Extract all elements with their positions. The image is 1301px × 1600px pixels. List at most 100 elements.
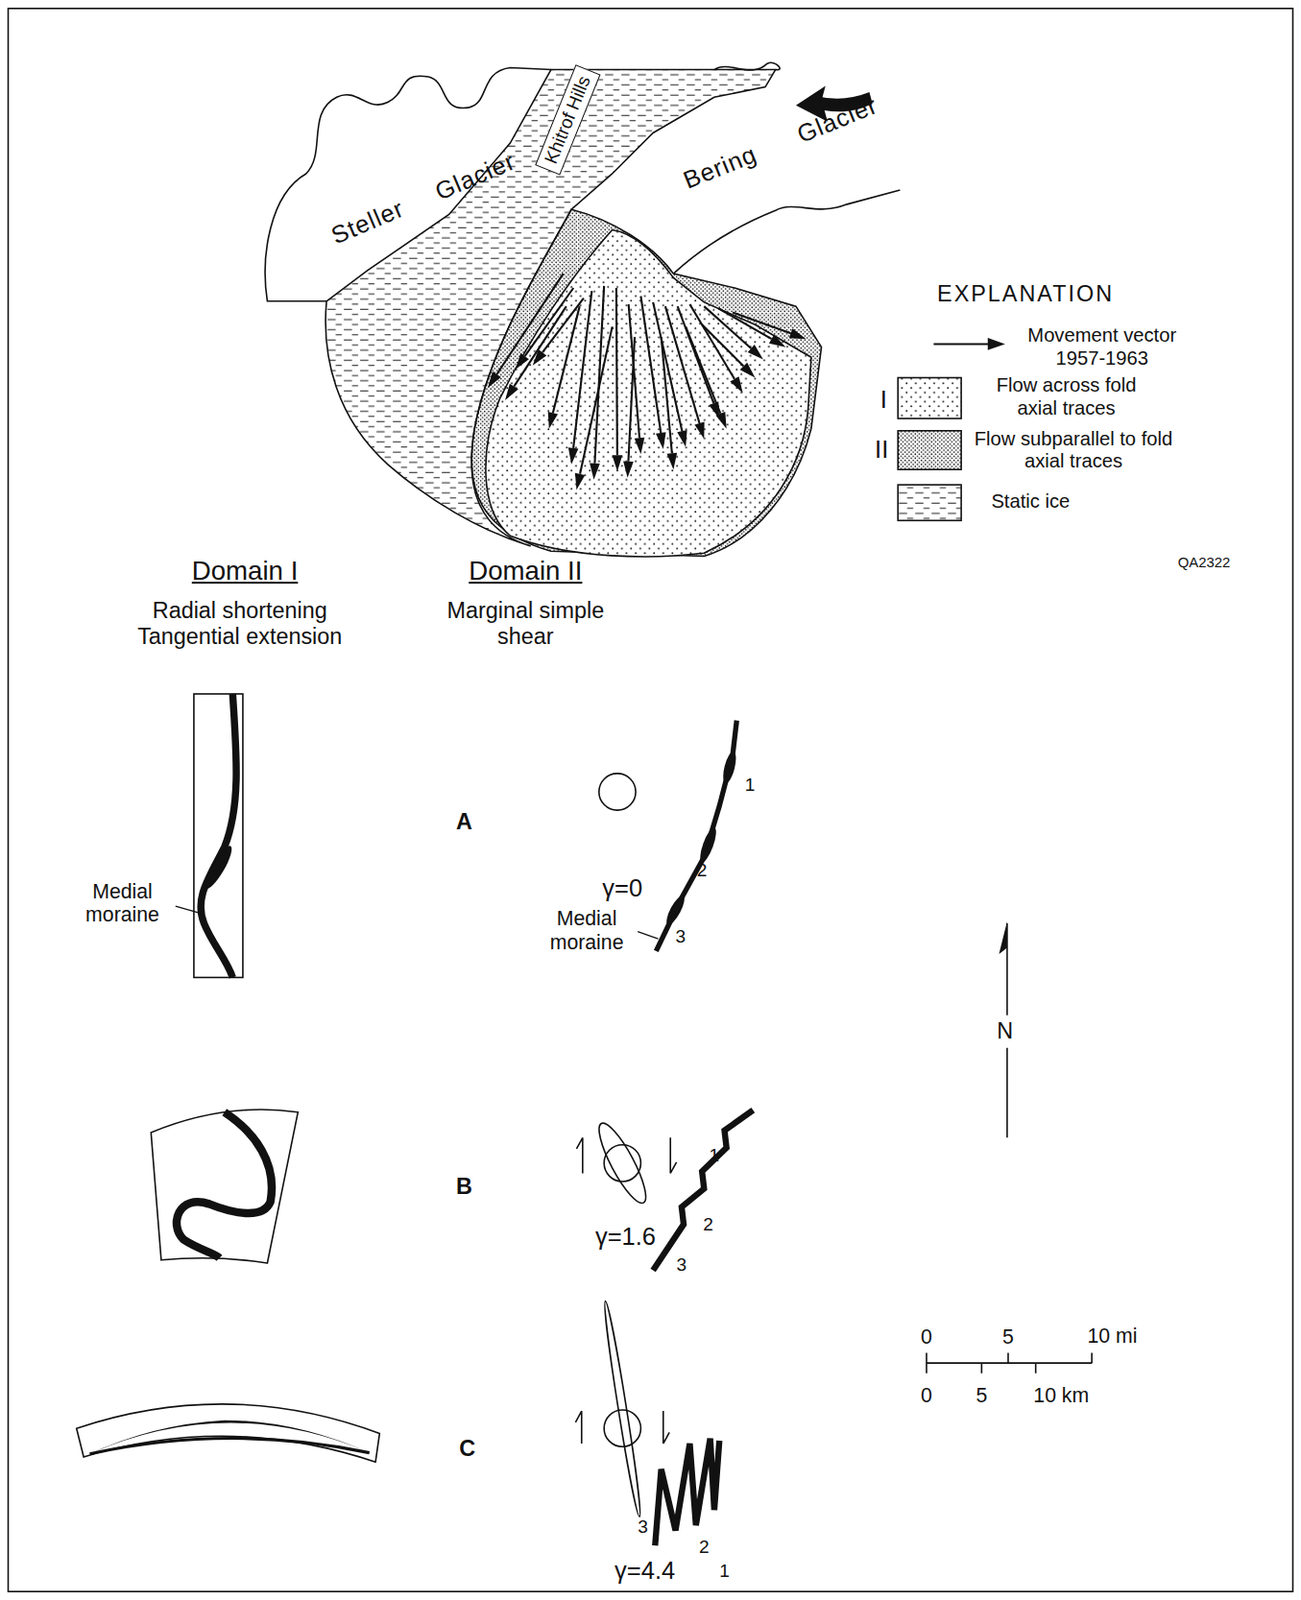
movement-vector-head	[694, 421, 704, 439]
strain-ellipse	[601, 1301, 644, 1518]
panel-subheading: Radial shortening Tangential extension	[117, 599, 362, 651]
moraine-label: Medial moraine	[539, 907, 634, 955]
movement-vector-head	[532, 349, 548, 366]
strain-circle	[599, 773, 636, 811]
movement-vector-head	[634, 437, 646, 455]
medial-moraine	[655, 721, 737, 952]
scale-label: 0	[920, 1384, 933, 1408]
domain-two-region	[471, 209, 821, 556]
moraine-bulge	[721, 750, 740, 786]
moraine-bulge	[663, 893, 688, 928]
scale-label: 10 km	[1033, 1384, 1089, 1408]
legend-text: Movement vector 1957-1963	[1012, 324, 1192, 369]
moraine-label: Medial moraine	[75, 879, 170, 927]
legend-text: Flow across fold axial traces	[977, 374, 1157, 419]
movement-vector-head	[747, 344, 764, 360]
shear-strain: γ=0	[602, 874, 643, 903]
scale-bar	[926, 1353, 1092, 1374]
movement-vector-head	[729, 376, 743, 393]
shear-sense-bar	[575, 1411, 581, 1445]
strain-circle	[603, 1410, 641, 1447]
movement-vector-head	[789, 328, 807, 339]
movement-vector	[640, 296, 661, 434]
movement-vector-head	[667, 453, 678, 470]
domain-one-stipple	[485, 229, 812, 556]
shear-sense-bar	[576, 1137, 582, 1174]
movement-vector-head	[769, 335, 786, 348]
movement-vector-head	[589, 463, 601, 481]
strain-ellipse	[591, 1118, 654, 1209]
scale-label: 0	[920, 1325, 933, 1350]
legend-vector-head	[987, 337, 1006, 351]
shear-strain: γ=4.4	[614, 1557, 675, 1586]
movement-vector-head	[568, 447, 579, 465]
shear-strain: γ=1.6	[595, 1223, 656, 1252]
moraine-band	[90, 1439, 370, 1455]
callout-number: 3	[675, 926, 687, 948]
movement-vector	[677, 306, 715, 404]
moraine-band	[200, 694, 237, 978]
sector-outline	[150, 1109, 298, 1264]
moraine-bulge	[697, 825, 720, 865]
moraine-band	[90, 1421, 370, 1455]
panel-letter: C	[458, 1436, 476, 1463]
leader-line	[637, 932, 658, 940]
panel-heading: Domain I	[192, 555, 299, 587]
movement-vector-head	[740, 362, 756, 379]
legend-swatch-domain-one	[897, 378, 962, 420]
movement-vector	[573, 290, 592, 449]
moraine-band	[176, 1112, 272, 1259]
moraine-bulge	[200, 843, 237, 892]
domain-numeral: I	[880, 385, 888, 414]
movement-vector	[542, 298, 584, 354]
callout-number: 1	[709, 1145, 721, 1167]
north-label: N	[996, 1018, 1013, 1045]
movement-vector	[661, 337, 673, 454]
movement-vector-head	[548, 411, 558, 430]
movement-vector-head	[655, 432, 667, 450]
scale-label: 5	[975, 1384, 988, 1408]
arc-outline	[76, 1404, 381, 1463]
steller-glacier-outline	[265, 67, 552, 301]
movement-vector-head	[623, 460, 634, 478]
north-arrow-head	[998, 921, 1008, 955]
movement-vector	[579, 326, 613, 474]
domain-one-region	[485, 229, 812, 556]
folded-moraine	[652, 1110, 753, 1272]
strip-outline	[193, 694, 243, 978]
leader-line	[175, 906, 201, 914]
movement-vector	[665, 306, 700, 424]
movement-vector-head	[676, 430, 687, 448]
callout-number: 3	[676, 1254, 688, 1277]
legend-vector-line	[933, 342, 992, 345]
movement-vector	[732, 313, 792, 335]
movement-vector	[685, 326, 721, 413]
movement-vector-head	[575, 473, 585, 491]
shear-sense-bar	[663, 1411, 670, 1445]
shear-sense-bar	[670, 1137, 676, 1174]
legend-text: Flow subparallel to fold axial traces	[965, 427, 1181, 472]
map-label: Bering Glacier	[679, 91, 883, 195]
callout-number: 1	[745, 774, 756, 796]
panel-heading: Domain II	[468, 555, 582, 587]
callout-number: 3	[637, 1517, 649, 1539]
legend-text: Static ice	[928, 490, 1133, 513]
legend-heading: EXPLANATION	[937, 281, 1114, 308]
movement-vector	[701, 324, 744, 366]
movement-vector	[513, 306, 566, 387]
bering-glacier-outline	[673, 190, 900, 274]
panel-subheading: Marginal simple shear	[431, 599, 621, 651]
movement-vector	[615, 288, 619, 456]
movement-vectors	[487, 273, 807, 490]
figure-frame	[8, 8, 1294, 1592]
callout-number: 2	[702, 1214, 714, 1236]
scale-label: 5	[1002, 1325, 1014, 1350]
figure-code: QA2322	[1178, 554, 1231, 572]
movement-vector-head	[612, 455, 624, 472]
domain-numeral: II	[874, 435, 889, 464]
folded-moraine	[654, 1439, 720, 1547]
scale-label: 10 mi	[1086, 1325, 1137, 1349]
coast-outline	[714, 62, 780, 71]
